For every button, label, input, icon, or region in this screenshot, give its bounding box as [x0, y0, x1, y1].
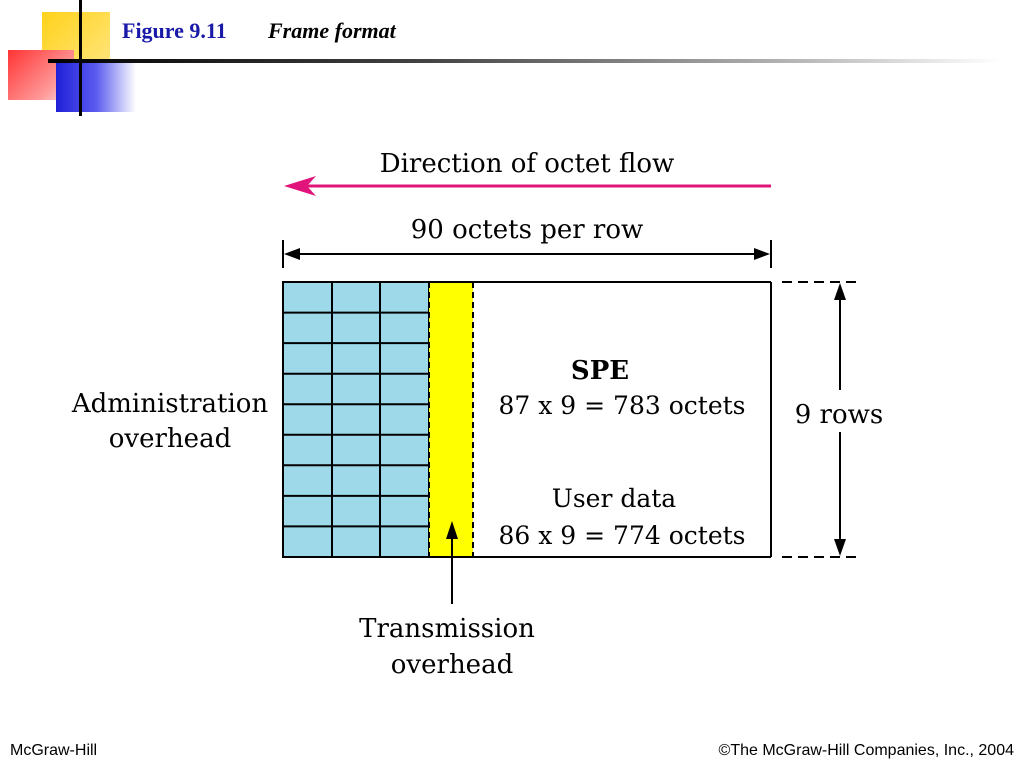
width-dimension-arrow	[282, 240, 772, 268]
transmission-overhead-label-line2: overhead	[391, 650, 513, 680]
spe-calculation: 87 x 9 = 783 octets	[499, 391, 746, 420]
spe-region	[429, 281, 772, 558]
direction-label: Direction of octet flow	[380, 149, 675, 179]
admin-overhead-grid	[282, 281, 430, 558]
user-data-calculation: 86 x 9 = 774 octets	[499, 521, 746, 550]
admin-overhead-label-line1: Administration	[71, 389, 269, 419]
figure-title: Frame format	[268, 18, 396, 43]
admin-overhead-label-line2: overhead	[109, 424, 231, 454]
spe-title: SPE	[571, 356, 629, 386]
title-bar: Figure 9.11 Frame format	[0, 0, 1024, 120]
flow-arrow	[284, 176, 771, 196]
rows-dimension-arrow	[782, 281, 860, 558]
transmission-overhead-column	[428, 282, 474, 557]
title-underline	[48, 59, 1000, 63]
transmission-pointer-arrow	[446, 521, 458, 604]
user-data-title: User data	[552, 484, 677, 513]
vertical-rule-decoration	[79, 0, 82, 116]
footer-copyright: ©The McGraw-Hill Companies, Inc., 2004	[718, 742, 1014, 759]
figure-number: Figure 9.11	[122, 18, 227, 43]
footer-publisher: McGraw-Hill	[10, 742, 98, 759]
width-label: 90 octets per row	[411, 215, 644, 245]
blue-square-decoration	[56, 60, 136, 112]
rows-label: 9 rows	[795, 400, 884, 430]
transmission-overhead-label-line1: Transmission	[359, 614, 535, 644]
